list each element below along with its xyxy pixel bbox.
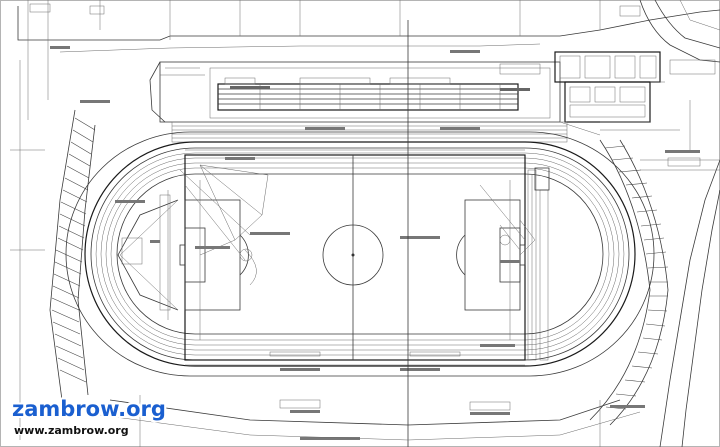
zambrow-url: www.zambrow.org bbox=[14, 424, 129, 437]
bottom-boundary bbox=[99, 395, 641, 447]
football-pitch bbox=[179, 154, 526, 361]
grandstand bbox=[149, 61, 561, 123]
running-track bbox=[65, 121, 655, 377]
right-slope-hatching bbox=[589, 139, 669, 426]
service-building bbox=[554, 51, 680, 136]
zambrow-logo: zambrow.org bbox=[12, 397, 166, 421]
left-field-event-area bbox=[117, 190, 179, 320]
throwing-sector bbox=[179, 164, 536, 286]
right-jump-runways bbox=[527, 167, 550, 361]
dimension-annotations bbox=[50, 46, 700, 440]
right-road bbox=[640, 59, 720, 447]
top-boundary bbox=[17, 0, 720, 120]
left-slope-hatching bbox=[10, 60, 96, 440]
